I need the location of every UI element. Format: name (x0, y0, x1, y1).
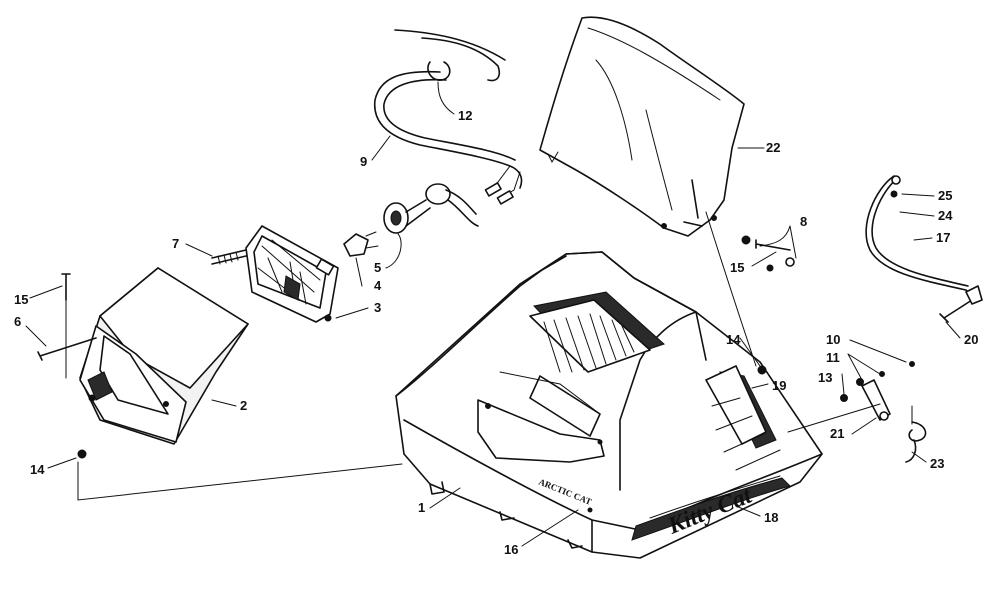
callout-25: 25 (938, 188, 952, 203)
callout-15-right: 15 (730, 260, 744, 275)
wire-clip (427, 61, 451, 81)
callout-16: 16 (504, 542, 518, 557)
windshield-fasteners (741, 235, 795, 267)
hinge-hardware (840, 361, 927, 463)
callout-21: 21 (830, 426, 844, 441)
headlight-lamp (245, 225, 339, 323)
callout-18: 18 (764, 510, 778, 525)
throttle-cable (865, 175, 983, 323)
callout-8: 8 (800, 214, 807, 229)
hood (395, 251, 823, 559)
leader-lines (25, 81, 961, 547)
callouts: 1 2 3 4 5 6 7 8 9 10 11 12 13 14 14 15 1… (14, 108, 978, 557)
lamp-screw (211, 249, 247, 265)
callout-2: 2 (240, 398, 247, 413)
callout-6: 6 (14, 314, 21, 329)
callout-15: 15 (14, 292, 28, 307)
callout-19: 19 (772, 378, 786, 393)
callout-9: 9 (360, 154, 367, 169)
callout-23: 23 (930, 456, 944, 471)
callout-7: 7 (172, 236, 179, 251)
callout-20: 20 (964, 332, 978, 347)
callout-17: 17 (936, 230, 950, 245)
bulb (343, 231, 379, 257)
callout-13: 13 (818, 370, 832, 385)
assembly-lines (77, 211, 881, 501)
callout-11: 11 (826, 350, 840, 365)
headlight-bezel (79, 267, 249, 445)
bulb-socket (383, 183, 479, 234)
callout-3: 3 (374, 300, 381, 315)
windshield (539, 16, 745, 237)
callout-1: 1 (418, 500, 425, 515)
callout-14: 14 (726, 332, 741, 347)
callout-24: 24 (938, 208, 953, 223)
callout-10: 10 (826, 332, 840, 347)
callout-5: 5 (374, 260, 381, 275)
callout-22: 22 (766, 140, 780, 155)
callout-4: 4 (374, 278, 382, 293)
wiring-harness (374, 29, 523, 205)
bezel-bolt (37, 273, 97, 361)
callout-12: 12 (458, 108, 472, 123)
callout-14-lower: 14 (30, 462, 45, 477)
